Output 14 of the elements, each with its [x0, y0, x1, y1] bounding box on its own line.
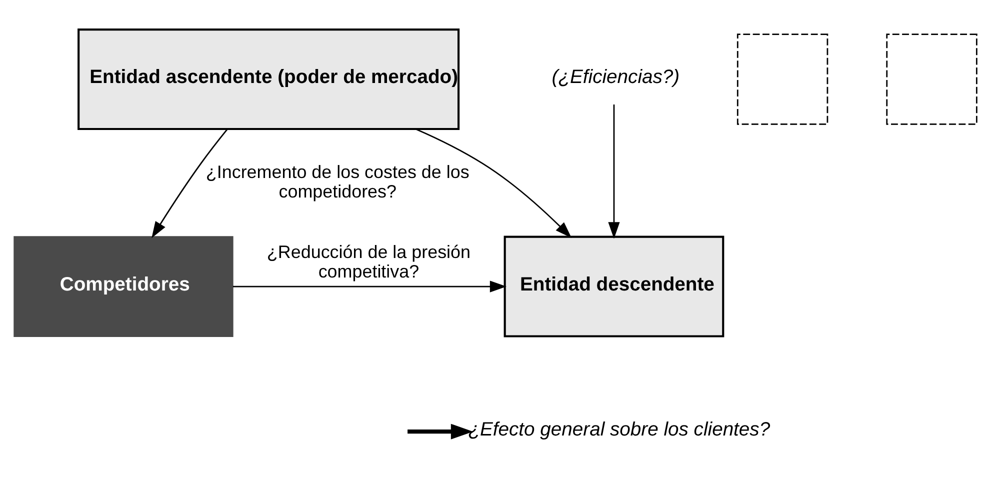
arrow — [232, 280, 507, 292]
node-box — [736, 34, 828, 125]
node-text: (¿Eficiencias?) — [552, 66, 680, 88]
edge-label: ¿Incremento de los costes de los competidores? — [206, 162, 470, 202]
node-box: Entidad descendente — [504, 236, 724, 338]
node-box: Competidores — [14, 236, 234, 337]
node-box — [886, 34, 978, 125]
arrow — [152, 129, 228, 238]
arrow — [408, 424, 474, 440]
arrow — [416, 128, 572, 238]
arrow — [608, 104, 620, 239]
node-box: Entidad ascendente (poder de mercado) — [78, 28, 460, 130]
node-text: ¿Efecto general sobre los clientes? — [468, 418, 770, 440]
edge-label: ¿Reducción de la presión competitiva? — [266, 242, 471, 282]
